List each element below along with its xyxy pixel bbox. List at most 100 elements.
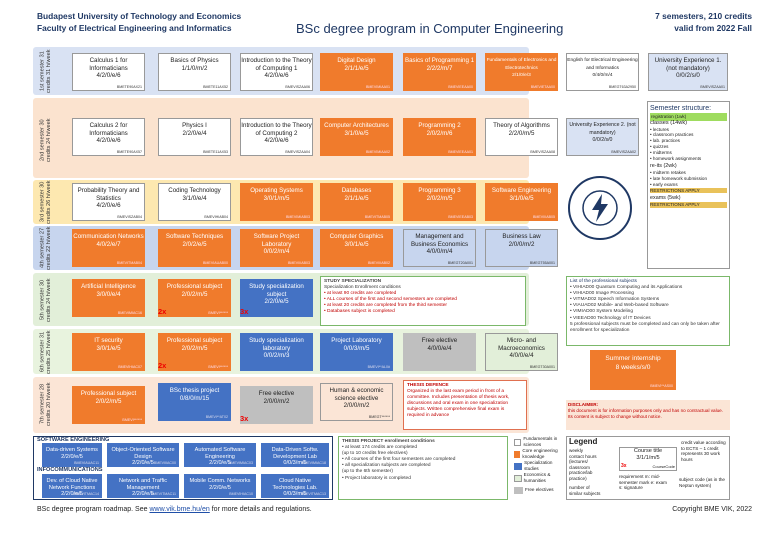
course-code: BMEVIHIAC07 [118,365,142,369]
course-code: BMEVISZAA01 [700,85,725,89]
course-code: BMETE90AX21 [116,85,142,89]
course-hours: 2/2/0/m/5 [508,129,535,137]
semester-structure: Semester structure: registration (1wk) c… [647,101,730,269]
semester-label-2: 2nd semester 30 credits 24 h/week [39,118,52,162]
course-code: BMEVI****** [122,418,142,422]
legend-title: Legend [569,437,598,446]
course-title: Calculus 1 for Informaticians [89,57,128,72]
course-code: BMEVITMAB05 [364,215,390,219]
course-box[interactable]: Introduction to the Theory of Computing … [240,53,313,91]
swatch [514,462,523,470]
course-box[interactable]: English for Electrical Engineering and I… [566,53,639,91]
structure-item: • midterm retakes [650,170,686,176]
note-line: • VIHIAD00 Image Processing [570,291,635,297]
header-left: Budapest University of Technology and Ec… [37,10,241,34]
course-title: Project Laboratory [331,337,382,344]
course-title: Digital Design [337,57,376,64]
course-code: BMEGT****** [368,415,390,419]
course-box[interactable]: Fundamentals of Electronics and Electrot… [485,53,558,91]
course-code: BMEVIIIAB02 [368,261,390,265]
course-code: BMEGT63A2950 [608,85,636,89]
thesis-project-note: THESIS PROJECT enrollment conditions • a… [338,436,508,500]
professional-subjects-list: List of the professional subjects • VIHI… [566,276,730,346]
structure-item: RESTRICTIONS APPLY [650,187,727,194]
course-box[interactable]: University Experience 2. (not mandatory)… [566,118,639,156]
note-line: • ALL courses of the first and second se… [324,297,457,303]
course-code: BMEVITMAC13 [300,492,326,496]
course-hours: 2/1/1/e/5 [344,194,369,202]
course-title: Professional subject [166,283,223,290]
course-title: Software Project Laboratory [253,233,300,248]
semester-count: 7 semesters, 210 credits [655,11,752,21]
course-box[interactable]: Introduction to the Theory of Computing … [240,118,313,156]
course-hours: 2/2/0/e/4 [182,129,207,137]
header-right: 7 semesters, 210 credits valid from 2022… [655,10,752,34]
course-title: Computer Architectures [324,122,389,129]
legend-weekly: weekly contact hours (lectures/ classroo… [569,448,597,481]
course-hours: 0/8/0/m/15 [179,394,210,402]
legend-course: Course title [633,448,663,454]
course-title: Data-driven Systems [46,447,98,453]
course-hours: 2/0/0/m/2 [263,397,290,405]
semester-label-3: 3rd semester 30 credits 26 h/week [39,180,52,224]
note-title: THESIS DEFENCE [407,383,449,388]
category-legend: Fundamentals in sciences Core engineerin… [514,436,564,500]
note-title: STUDY SPECIALIZATION [324,279,382,284]
footer-link[interactable]: www.vik.bme.hu/en [149,506,210,513]
course-title: Professional subject [166,337,223,344]
course-code: BMEVI****** [208,365,228,369]
course-title: University Experience 2. (not mandatory) [569,122,636,136]
structure-item: • midterms [650,149,672,155]
course-box[interactable]: University Experience 1. (not mandatory)… [648,53,728,91]
course-code: BMEVIEEAA01 [448,150,473,154]
course-title: Coding Technology [168,187,221,194]
note-line: • VIMIAD00 System Modeling [570,309,633,315]
semester-label-4: 4th semester 27 credits 22 h/week [39,226,52,270]
course-hours: 4/0/2/e/7 [96,240,121,248]
course-hours: 0/0/2/s/0 [592,137,613,144]
